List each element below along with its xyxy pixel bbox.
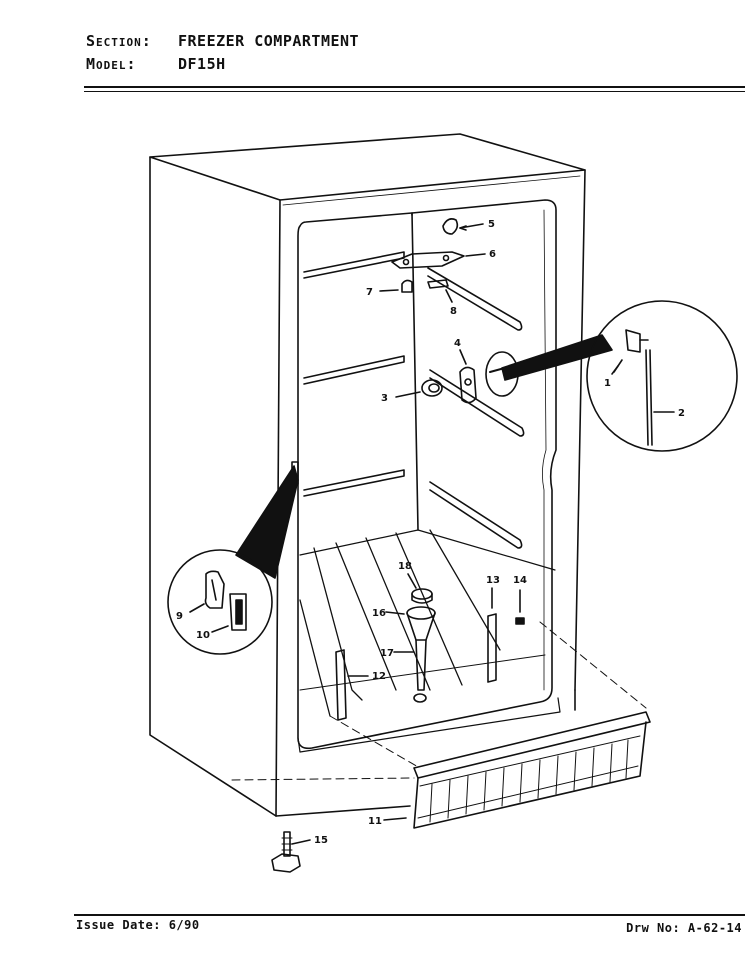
callout-2: 2 [678, 408, 685, 419]
part-15-leveling-leg: 15 [271, 831, 328, 873]
callout-12: 12 [372, 671, 386, 682]
header-rule-thin [84, 91, 745, 92]
callout-4: 4 [454, 338, 461, 349]
issue-date: Issue Date: 6/90 [76, 918, 200, 932]
callout-14: 14 [513, 575, 527, 586]
drawing-number: Drw No: A-62-14 [626, 921, 742, 935]
detail-circle-thermostat: 1 2 [586, 300, 738, 452]
part-3-knob: 3 [381, 379, 443, 404]
header: Section: FREEZER COMPARTMENT Model: DF15… [86, 32, 686, 78]
model-row: Model: DF15H [86, 55, 686, 78]
callout-9: 9 [176, 611, 183, 622]
callout-11: 11 [368, 816, 382, 827]
callout-16: 16 [372, 608, 386, 619]
part-13-right-strip: 13 [486, 575, 500, 683]
floor-wire-grid [299, 529, 546, 717]
callout-18: 18 [398, 561, 412, 572]
part-6-mounting-plate: 6 [391, 249, 496, 269]
callout-17: 17 [380, 648, 394, 659]
part-16-drain-funnel: 16 [372, 606, 436, 641]
footer-rule [74, 914, 745, 916]
part-12-left-strip: 12 [335, 649, 386, 721]
inner-liner [297, 199, 561, 753]
callout-5: 5 [488, 219, 495, 230]
cabinet-shell [149, 133, 586, 817]
part-18-drain-cap: 18 [398, 561, 433, 604]
thermostat-mount [485, 334, 613, 397]
part-17-drain-tube: 17 [380, 639, 427, 703]
left-shelf-rails [303, 251, 405, 497]
header-rule-thick [84, 86, 745, 88]
callout-leaders-misc [611, 365, 619, 375]
callout-13: 13 [486, 575, 500, 586]
section-row: Section: FREEZER COMPARTMENT [86, 32, 686, 55]
part-7-bulb-socket: 7 [366, 279, 413, 298]
model-label: Model: [86, 55, 137, 73]
section-label: Section: [86, 32, 152, 50]
model-value: DF15H [178, 55, 226, 73]
part-8-switch: 8 [427, 279, 457, 317]
callout-6: 6 [489, 249, 496, 260]
part-14-screw: 14 [513, 575, 527, 625]
callout-3: 3 [381, 393, 388, 404]
alignment-lines [231, 621, 647, 781]
right-shelf-rails [427, 267, 525, 549]
left-wall-latch [235, 461, 299, 579]
callout-1: 1 [604, 378, 611, 389]
callout-7: 7 [366, 287, 373, 298]
part-5-clip: 5 [442, 218, 495, 235]
section-value: FREEZER COMPARTMENT [178, 32, 360, 50]
part-4-bracket: 4 [454, 338, 477, 404]
callout-15: 15 [314, 835, 328, 846]
callout-8: 8 [450, 306, 457, 317]
part-11-base-grille: 11 [368, 711, 651, 829]
callout-10: 10 [196, 630, 210, 641]
detail-circle-latch: 9 10 [167, 549, 273, 655]
